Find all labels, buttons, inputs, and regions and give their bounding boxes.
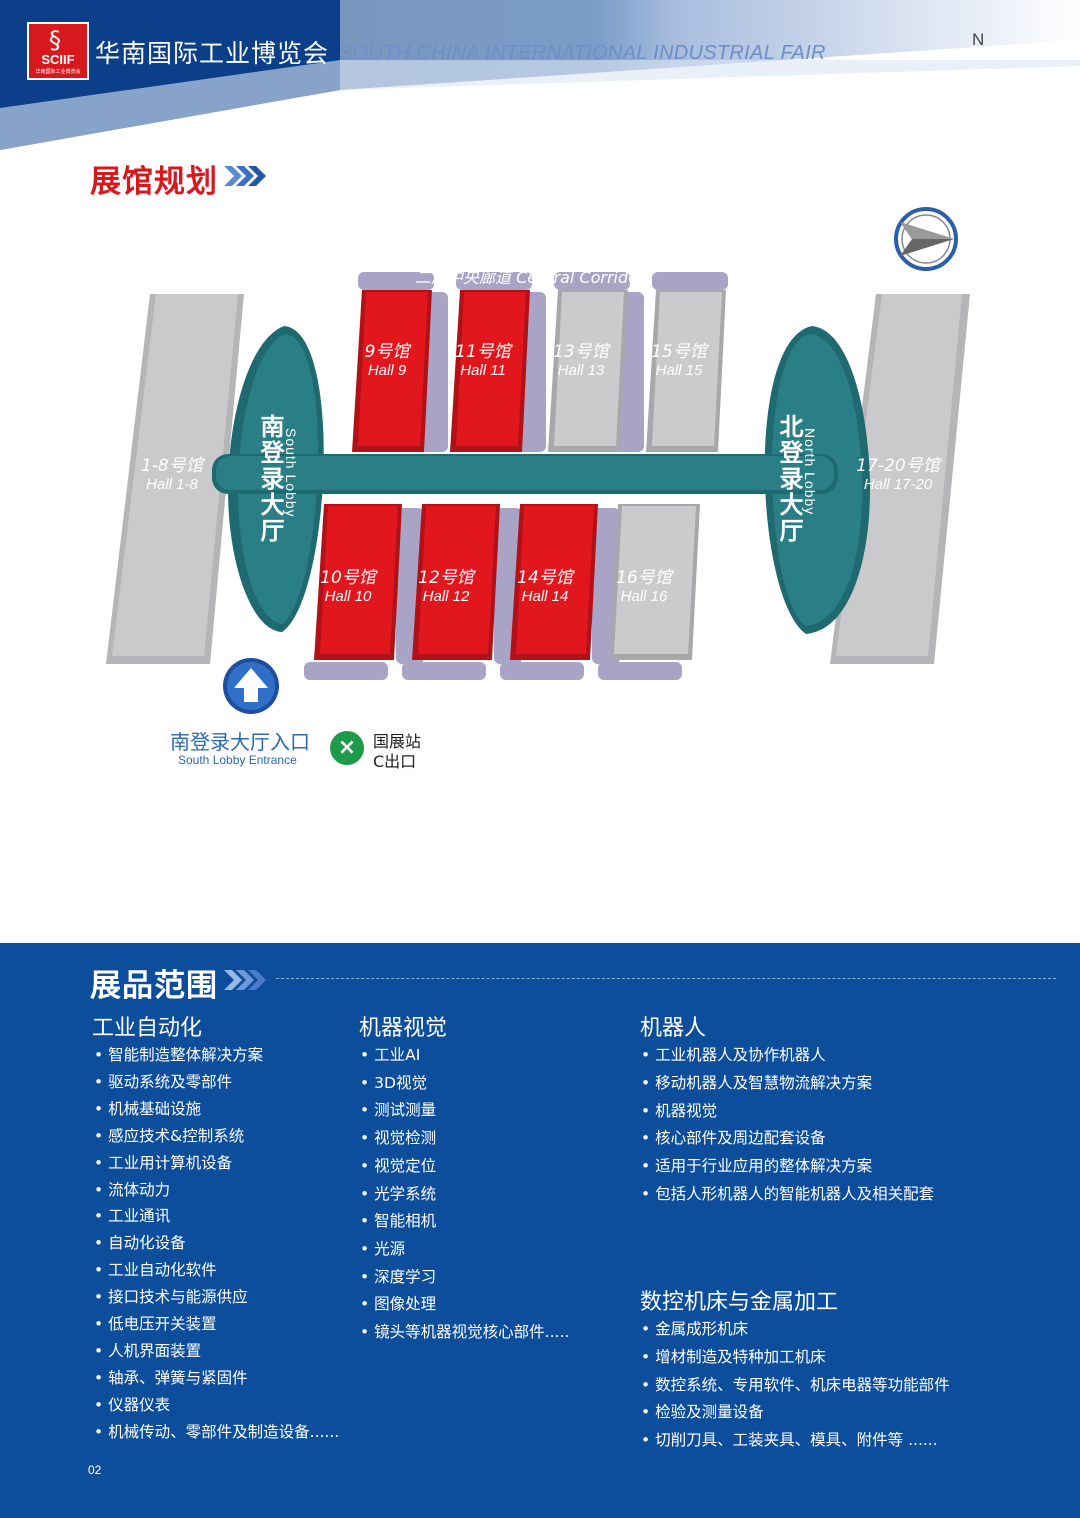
list-item: 工业用计算机设备 — [94, 1150, 339, 1177]
product-range-title: 展品范围 — [90, 968, 218, 1004]
south-lobby-label-cn: 南登录大厅 — [256, 414, 284, 544]
list-item: 深度学习 — [360, 1264, 569, 1292]
list-item: 视觉检测 — [360, 1125, 569, 1153]
metro-station-label: 国展站 — [373, 732, 422, 751]
list-item: 图像处理 — [360, 1291, 569, 1319]
list-item: 增材制造及特种加工机床 — [641, 1344, 950, 1372]
list-item: 切削刀具、工装夹具、模具、附件等 ...... — [641, 1427, 950, 1455]
list-item: 测试测量 — [360, 1097, 569, 1125]
list-item: 流体动力 — [94, 1177, 339, 1204]
chevron-right-icon — [224, 166, 266, 186]
south-entrance-label-en: South Lobby Entrance — [178, 753, 297, 767]
metro-icon: ⨯ — [330, 731, 364, 765]
list-item: 适用于行业应用的整体解决方案 — [641, 1153, 934, 1181]
list-item: 轴承、弹簧与紧固件 — [94, 1365, 339, 1392]
north-label: N — [972, 30, 985, 49]
list-item: 低电压开关装置 — [94, 1311, 339, 1338]
chevron-right-icon — [224, 970, 266, 990]
list-item: 金属成形机床 — [641, 1316, 950, 1344]
list-item: 核心部件及周边配套设备 — [641, 1125, 934, 1153]
header-banner — [0, 0, 1080, 150]
category-title-cnc: 数控机床与金属加工 — [640, 1290, 839, 1315]
list-item: 工业机器人及协作机器人 — [641, 1042, 934, 1070]
list-item: 工业通讯 — [94, 1203, 339, 1230]
list-item: 检验及测量设备 — [641, 1399, 950, 1427]
arrow-up-icon — [223, 658, 279, 714]
header-title-en: SOUTH CHINA INTERNATIONAL INDUSTRIAL FAI… — [339, 42, 826, 64]
category-list-cnc: 金属成形机床 增材制造及特种加工机床 数控系统、专用软件、机床电器等功能部件 检… — [641, 1316, 950, 1455]
category-title-robotics: 机器人 — [640, 1016, 707, 1041]
page-number: 02 — [88, 1463, 102, 1477]
category-title-automation: 工业自动化 — [92, 1016, 203, 1041]
list-item: 包括人形机器人的智能机器人及相关配套 — [641, 1181, 934, 1209]
list-item: 智能相机 — [360, 1208, 569, 1236]
sciif-logo: § SCIIF 华南国际工业博览会 — [27, 22, 89, 80]
list-item: 数控系统、专用软件、机床电器等功能部件 — [641, 1372, 950, 1400]
list-item: 自动化设备 — [94, 1230, 339, 1257]
list-item: 机械传动、零部件及制造设备...... — [94, 1419, 339, 1446]
south-lobby-label-en: South Lobby — [283, 428, 299, 518]
list-item: 人机界面装置 — [94, 1338, 339, 1365]
list-item: 工业AI — [360, 1042, 569, 1070]
list-item: 镜头等机器视觉核心部件..... — [360, 1319, 569, 1347]
category-title-machine-vision: 机器视觉 — [359, 1016, 448, 1041]
list-item: 仪器仪表 — [94, 1392, 339, 1419]
south-entrance-label-cn: 南登录大厅入口 — [170, 730, 310, 754]
metro-exit-label: C出口 — [373, 752, 417, 771]
list-item: 机器视觉 — [641, 1098, 934, 1126]
list-item: 工业自动化软件 — [94, 1257, 339, 1284]
list-item: 驱动系统及零部件 — [94, 1069, 339, 1096]
list-item: 感应技术&控制系统 — [94, 1123, 339, 1150]
north-lobby-label-cn: 北登录大厅 — [775, 414, 803, 544]
list-item: 光学系统 — [360, 1181, 569, 1209]
logo-swirl-icon: § — [49, 26, 61, 54]
category-list-machine-vision: 工业AI 3D视觉 测试测量 视觉检测 视觉定位 光学系统 智能相机 光源 深度… — [360, 1042, 569, 1347]
hall-map — [106, 207, 970, 714]
hall-plan-title: 展馆规划 — [90, 164, 218, 200]
list-item: 接口技术与能源供应 — [94, 1284, 339, 1311]
north-lobby-label-en: North Lobby — [802, 428, 818, 516]
divider — [276, 978, 1056, 979]
list-item: 智能制造整体解决方案 — [94, 1042, 339, 1069]
category-list-automation: 智能制造整体解决方案 驱动系统及零部件 机械基础设施 感应技术&控制系统 工业用… — [94, 1042, 339, 1446]
list-item: 移动机器人及智慧物流解决方案 — [641, 1070, 934, 1098]
category-list-robotics: 工业机器人及协作机器人 移动机器人及智慧物流解决方案 机器视觉 核心部件及周边配… — [641, 1042, 934, 1209]
list-item: 光源 — [360, 1236, 569, 1264]
central-corridor-label: 二层中央廊道 Central Corridor — [415, 268, 645, 287]
list-item: 视觉定位 — [360, 1153, 569, 1181]
list-item: 机械基础设施 — [94, 1096, 339, 1123]
header-title-cn: 华南国际工业博览会 — [95, 39, 330, 68]
compass-icon — [894, 207, 958, 271]
list-item: 3D视觉 — [360, 1070, 569, 1098]
